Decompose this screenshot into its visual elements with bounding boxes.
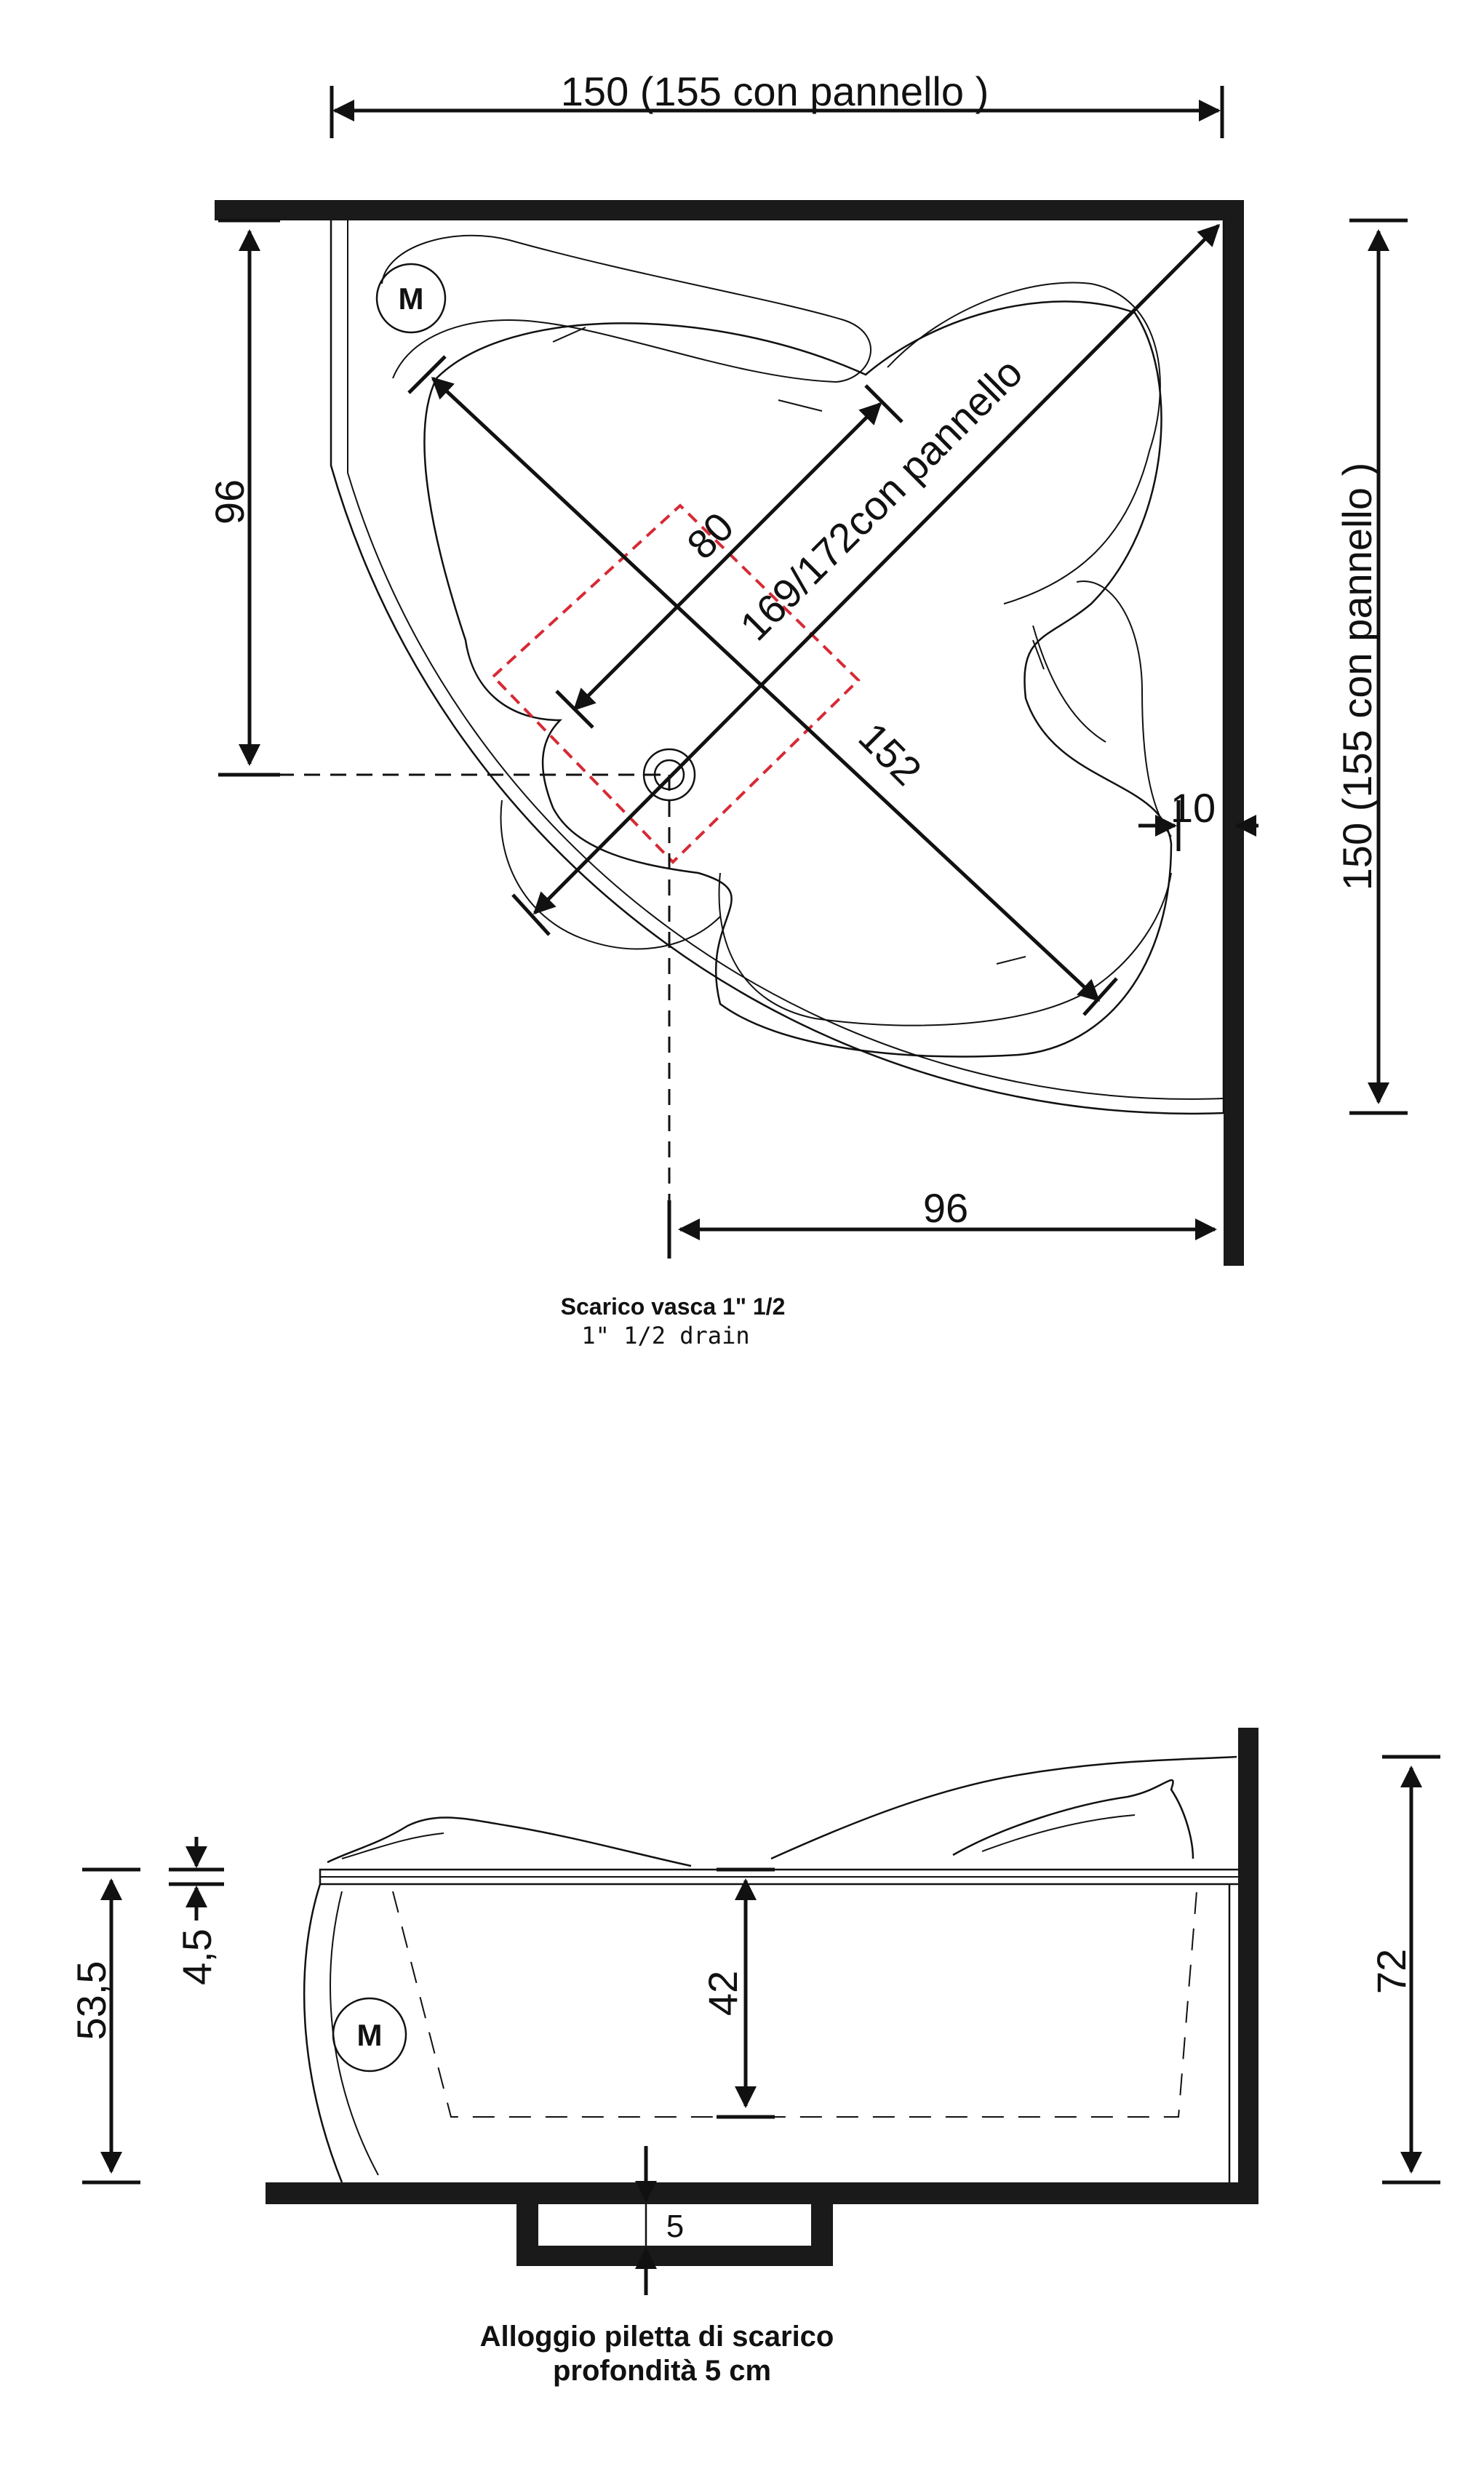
tub-inner-ridge-a [552,327,586,343]
plan-back-wall [215,200,1244,220]
dim-left-depth-text: 96 [207,479,252,524]
tub-elevation-basin-dashed [392,1891,1197,2118]
dim-seat-ext-upper [864,384,903,423]
dim-wall-gap-text: 10 [1170,785,1216,831]
tub-elevation-headrest-left-inner [341,1832,444,1859]
drain-subtitle: 1" 1/2 drain [581,1322,749,1349]
plan-motor-symbol [375,263,447,334]
tub-armrest-right [1032,581,1172,837]
dim-rim-text: 4,5 [174,1928,220,1985]
dim-inner-depth-text: 42 [700,1971,746,2016]
tub-elevation-backrest-right [770,1755,1237,1860]
dim-bottom-depth-text: 96 [923,1185,968,1231]
tub-seat-left [500,799,721,950]
plan-side-wall [1224,200,1244,1266]
recess-caption-line2: profondità 5 cm [553,2355,771,2387]
tub-inner-ridge-b [778,399,823,412]
dim-seat-ext-lower [555,690,594,729]
dim-cross-line [431,376,1101,1002]
dim-wall-height-text: 72 [1368,1949,1414,1994]
tub-elevation-headrest-right-inner [981,1814,1136,1852]
tub-footrest [718,872,1172,1026]
elevation-motor-label: M [357,2018,383,2052]
elevation-view: M 53,5 4,5 42 72 5 Alloggio piletta di s… [68,1728,1440,2387]
dim-diagonal-ext-lower [511,893,551,936]
plan-motor-label: M [399,282,424,316]
recess-caption-line1: Alloggio piletta di scarico [480,2321,834,2353]
dim-cross-ext-lower [1082,977,1118,1016]
elevation-wall [1238,1728,1258,2204]
plan-view: M 150 (155 con pannello ) 96 150 (155 co… [207,68,1408,1349]
drain-title: Scarico vasca 1" 1/2 [561,1293,786,1320]
dim-top-width-text: 150 (155 con pannello ) [561,68,989,114]
dim-cross-text: 152 [850,714,930,794]
dim-recess-text: 5 [666,2209,684,2244]
dim-right-height-text: 150 (155 con pannello ) [1334,463,1380,890]
tub-elevation-body [303,1868,1238,2183]
dim-diagonal-text: 169/172con pannello [731,349,1031,649]
tub-elevation-headrest-left [327,1816,692,1867]
tub-inner-ridge-c [996,956,1026,965]
dim-height-total-text: 53,5 [68,1961,114,2041]
dim-cross-ext-upper [407,355,447,394]
tub-basin [423,300,1173,1058]
tub-headrest-left [381,234,871,383]
elevation-recess-cavity [538,2204,811,2246]
dim-seat-line [573,402,882,711]
elevation-motor-symbol [332,1997,407,2073]
tub-elevation-headrest-right [952,1779,1194,1859]
